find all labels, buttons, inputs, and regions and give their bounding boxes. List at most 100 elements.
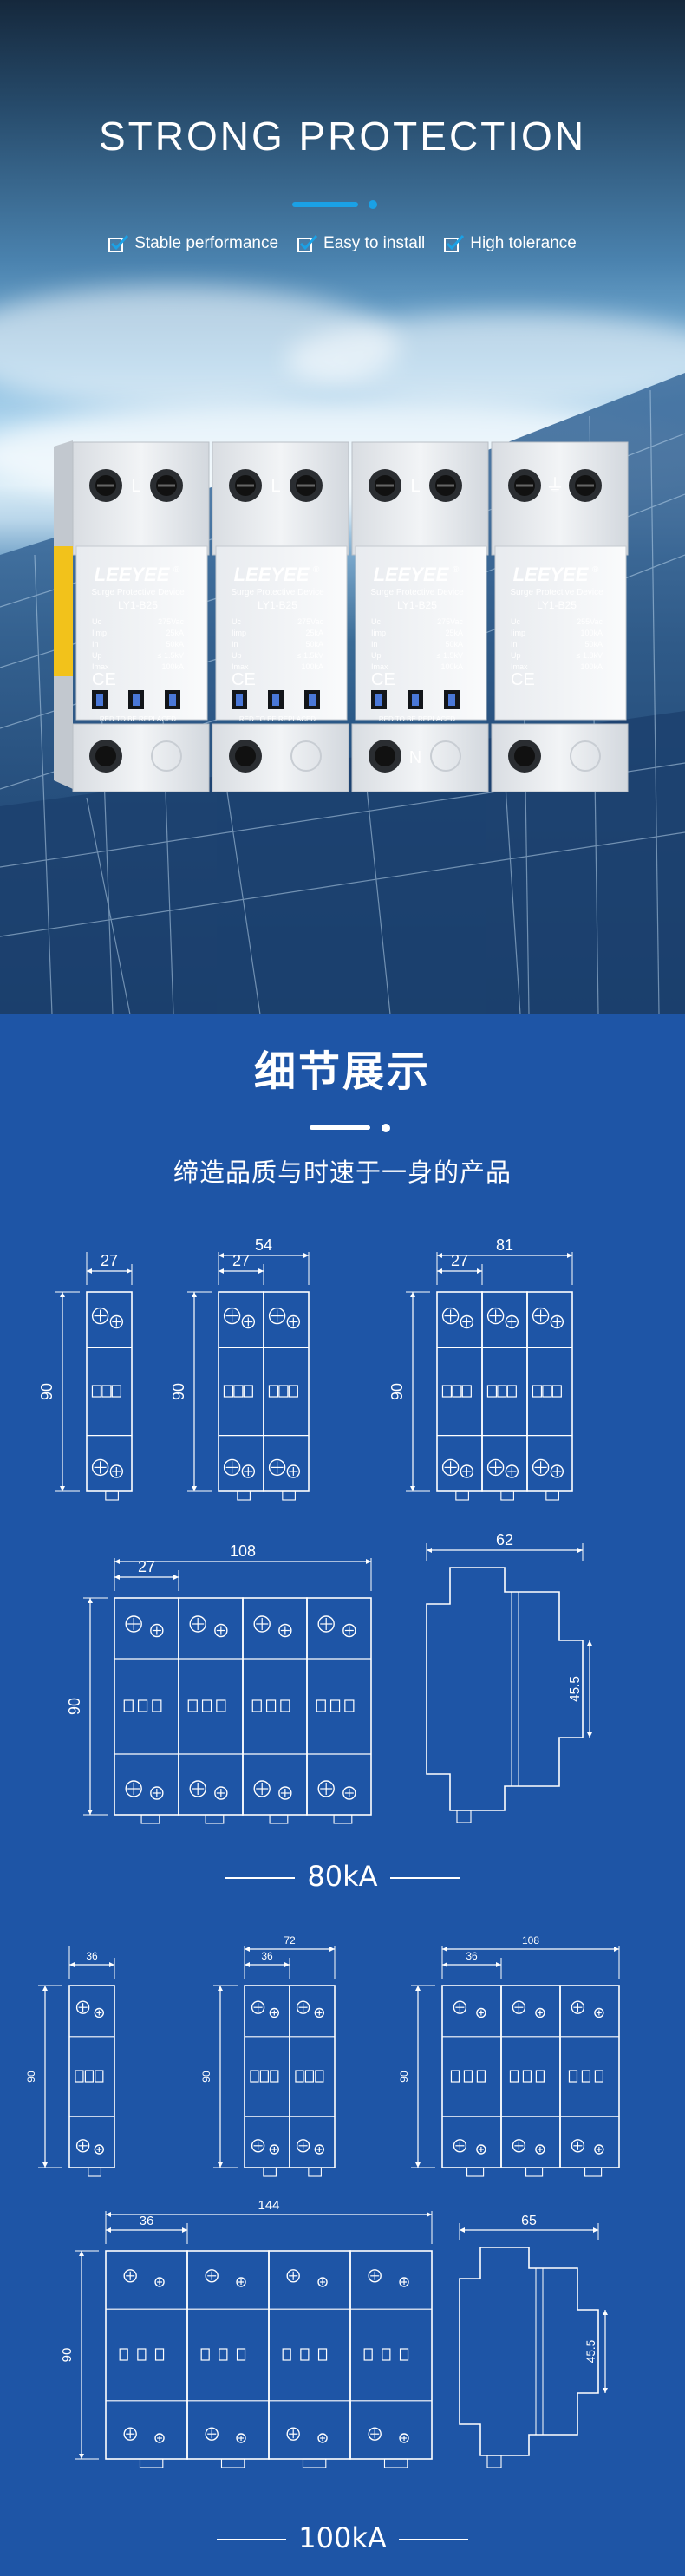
- arrow-icon: [192, 1292, 197, 1491]
- screw-icon: [594, 2144, 604, 2155]
- outline: [476, 2070, 486, 2083]
- outline: [289, 1985, 336, 2168]
- screw-icon: [251, 2139, 265, 2153]
- outline: [251, 1699, 262, 1712]
- screw-icon: [236, 2433, 246, 2443]
- details-subheading: 缔造品质与时速于一身的产品: [173, 1158, 512, 1187]
- indicator-window: [272, 694, 279, 706]
- screw-icon: [550, 1464, 564, 1478]
- rating-label: 100kA: [298, 2521, 387, 2554]
- dimension-label: 90: [170, 1383, 187, 1400]
- terminal-label: N: [409, 748, 421, 767]
- outline: [315, 2070, 324, 2083]
- feature-item: Stable performance: [108, 234, 278, 253]
- outline: [522, 2070, 532, 2083]
- module-top: [491, 441, 629, 556]
- dimension-label: 36: [86, 1950, 98, 1962]
- outline: [288, 1385, 298, 1398]
- spec-key: Iimp: [232, 629, 246, 637]
- outline: [218, 1291, 264, 1492]
- terminal-hole: [430, 740, 461, 772]
- outline: [344, 1699, 355, 1712]
- dimension-label: 45.5: [584, 2340, 597, 2363]
- terminal-label: L: [271, 477, 280, 496]
- title-underline: [292, 202, 358, 207]
- outline: [114, 1597, 179, 1816]
- arrow-icon: [114, 1575, 179, 1580]
- dimension-label: 54: [255, 1236, 272, 1254]
- outline: [140, 1814, 160, 1824]
- brand-logo: LEEYEE: [95, 564, 171, 585]
- screw-icon: [235, 746, 256, 766]
- outline: [111, 1385, 121, 1398]
- spec-key: Uc: [92, 617, 101, 626]
- outline: [594, 2070, 603, 2083]
- outline: [441, 1985, 502, 2168]
- outline: [497, 1385, 507, 1398]
- outline: [542, 1385, 552, 1398]
- device-subtitle: Surge Protective Device: [231, 588, 324, 597]
- arrow-icon: [69, 1962, 114, 1967]
- outline: [399, 2348, 409, 2361]
- dimension-label: 72: [284, 1934, 296, 1947]
- screw-icon: [317, 2433, 328, 2443]
- spec-key: Iimp: [511, 629, 525, 637]
- spec-value: 25kA: [166, 629, 184, 637]
- side-profile: [426, 1567, 584, 1811]
- screw-icon: [125, 1615, 142, 1633]
- outline: [316, 1699, 326, 1712]
- model-number: LY1-B25: [397, 599, 437, 611]
- terminal-hole: [570, 740, 601, 772]
- heading-dot: [382, 1124, 390, 1132]
- rating-80ka: 80kA: [0, 1860, 685, 1893]
- spec-value: 275Vac: [297, 617, 323, 626]
- rating-100ka: 100kA: [0, 2521, 685, 2554]
- ce-mark: CE: [232, 670, 256, 689]
- outline: [201, 1699, 212, 1712]
- spec-key: Imax: [92, 662, 109, 671]
- terminal-label: L: [131, 477, 140, 496]
- screw-icon: [268, 1307, 286, 1325]
- arrow-icon: [437, 1253, 572, 1258]
- screw-icon: [223, 1307, 241, 1325]
- module-top: [351, 441, 489, 556]
- dimension-label: 36: [466, 1950, 478, 1962]
- outline: [559, 1985, 620, 2168]
- screw-icon: [453, 2139, 467, 2153]
- outline: [455, 1490, 469, 1501]
- spec-key: Uc: [511, 617, 520, 626]
- outline: [278, 1385, 289, 1398]
- outline: [242, 1597, 308, 1816]
- screw-icon: [535, 2144, 545, 2155]
- dimension-label: 81: [496, 1236, 513, 1254]
- outline: [187, 1699, 198, 1712]
- screw-icon: [75, 2000, 90, 2014]
- spec-key: Up: [232, 651, 242, 660]
- screw-icon: [253, 1615, 271, 1633]
- outline: [139, 2458, 164, 2468]
- screw-icon: [296, 2000, 310, 2014]
- outline: [450, 2070, 460, 2083]
- dimension-label: 90: [25, 2071, 37, 2083]
- outline: [95, 2070, 104, 2083]
- outline: [308, 2167, 322, 2177]
- brand-logo: LEEYEE: [234, 564, 310, 585]
- outline: [270, 2070, 279, 2083]
- outline: [105, 1490, 119, 1501]
- checkbox-icon: [297, 234, 318, 252]
- heading-underline: [310, 1125, 370, 1130]
- feature-label: Stable performance: [134, 234, 279, 252]
- checkbox-icon: [108, 234, 129, 252]
- arrow-icon: [245, 1962, 290, 1967]
- outline: [84, 2070, 94, 2083]
- device-subtitle: Surge Protective Device: [91, 588, 185, 597]
- outline: [243, 1385, 253, 1398]
- screw-icon: [460, 1464, 474, 1478]
- spec-value: ≤ 1.5kV: [297, 651, 323, 660]
- screw-icon: [476, 2007, 486, 2018]
- outline: [383, 2458, 408, 2468]
- spec-key: Up: [371, 651, 382, 660]
- outline: [349, 2250, 433, 2460]
- screw-icon: [460, 1314, 474, 1329]
- screw-icon: [125, 1780, 142, 1797]
